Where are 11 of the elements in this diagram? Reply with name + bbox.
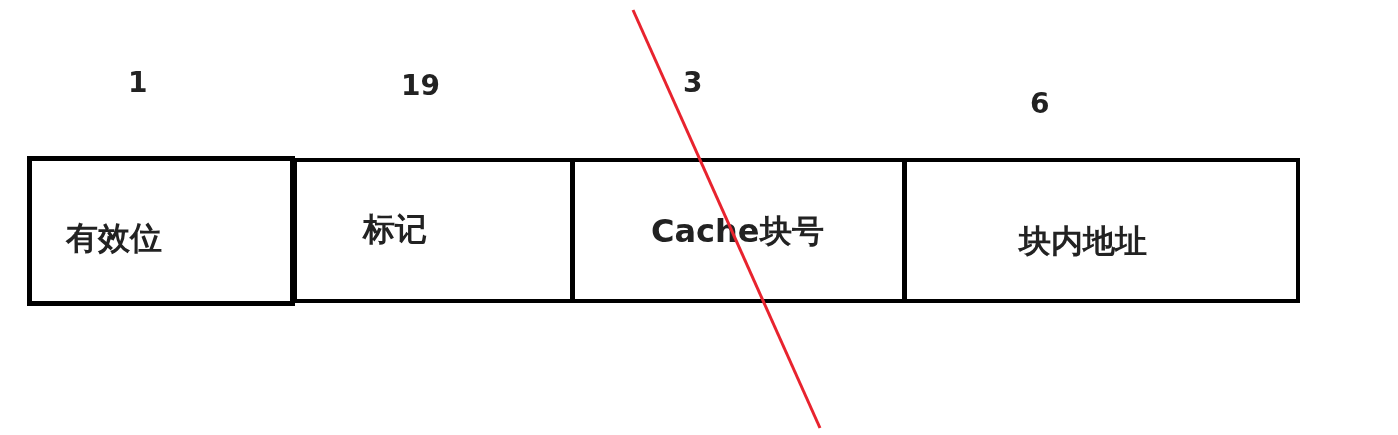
bit-width-label: 1: [128, 66, 148, 99]
bit-width-label: 3: [683, 66, 703, 99]
field-box: [903, 158, 1300, 303]
field-box: [293, 158, 574, 303]
field-box: [27, 156, 295, 306]
field-name: 块内地址: [1019, 221, 1147, 262]
field-box: [571, 158, 906, 303]
bit-width-label: 6: [1030, 87, 1050, 120]
field-name: 有效位: [66, 218, 162, 259]
bit-width-label: 19: [401, 69, 440, 102]
field-name: 标记: [363, 209, 427, 250]
